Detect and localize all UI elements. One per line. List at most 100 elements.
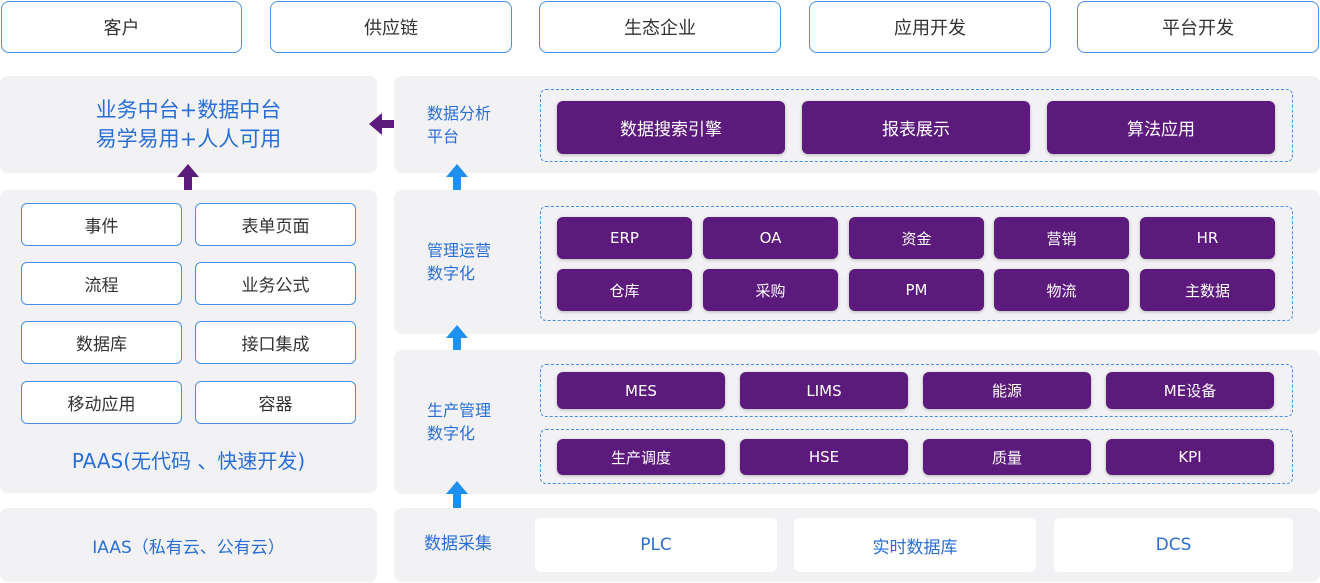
paas-item-mobile-app: 移动应用 [21, 381, 182, 424]
management-item-label: ERP [610, 229, 639, 247]
management-item-label: 仓库 [609, 281, 640, 300]
headline-line1: 业务中台+数据中台 [95, 97, 282, 122]
management-item: 仓库 [557, 269, 692, 311]
production-item: LIMS [740, 372, 908, 409]
management-item: 资金 [849, 217, 984, 259]
paas-item-label: 表单页面 [241, 217, 310, 237]
paas-item-label: 接口集成 [241, 335, 310, 355]
management-item: 采购 [703, 269, 838, 311]
production-label-line2: 数字化 [427, 424, 476, 443]
collection-item-dcs: DCS [1054, 518, 1293, 572]
management-item-label: 物流 [1046, 281, 1077, 300]
management-item-label: HR [1196, 229, 1219, 247]
purple-up-arrow-icon [177, 164, 199, 197]
paas-item-form-page: 表单页面 [195, 203, 356, 246]
management-item: 物流 [994, 269, 1129, 311]
management-label: 管理运营 数字化 [427, 239, 491, 285]
production-item-label: ME设备 [1163, 382, 1217, 400]
production-label-line1: 生产管理 [427, 401, 492, 420]
paas-item-database: 数据库 [21, 321, 182, 364]
top-box-platform-dev: 平台开发 [1077, 1, 1319, 53]
management-item: PM [849, 269, 984, 311]
analysis-item-label: 算法应用 [1127, 120, 1195, 140]
production-item: 生产调度 [557, 439, 725, 475]
paas-item-container: 容器 [195, 381, 356, 424]
production-label: 生产管理 数字化 [427, 399, 491, 445]
top-box-customer: 客户 [1, 1, 242, 53]
paas-item-business-formula: 业务公式 [195, 262, 356, 305]
production-item-label: 质量 [991, 448, 1022, 467]
production-item: KPI [1106, 439, 1274, 475]
paas-title: PAAS(无代码 、快速开发) [71, 449, 306, 473]
paas-item-label: 容器 [258, 395, 293, 415]
management-item-label: 资金 [901, 229, 932, 248]
iaas-title: IAAS（私有云、公有云） [92, 537, 285, 558]
paas-item-label: 数据库 [76, 335, 127, 355]
production-item: HSE [740, 439, 908, 475]
paas-item-label: 流程 [84, 276, 119, 296]
management-item-label: OA [759, 229, 782, 247]
management-label-line2: 数字化 [427, 264, 476, 283]
blue-up-arrow-icon [446, 481, 468, 514]
collection-panel: 数据采集 PLC 实时数据库 DCS [394, 508, 1320, 582]
management-item-label: PM [905, 281, 928, 299]
analysis-label-line2: 平台 [427, 127, 460, 146]
management-item: OA [703, 217, 838, 259]
management-dashed-group: ERP OA 资金 营销 HR 仓库 采购 PM 物流 主数据 [540, 206, 1293, 321]
management-item: HR [1140, 217, 1275, 259]
collection-item-label: PLC [640, 535, 672, 555]
management-item: 营销 [994, 217, 1129, 259]
collection-item-plc: PLC [535, 518, 777, 572]
production-item-label: LIMS [806, 381, 842, 400]
production-item: 能源 [923, 372, 1091, 409]
top-box-label: 平台开发 [1162, 18, 1234, 39]
top-box-label: 生态企业 [624, 18, 696, 39]
production-item: 质量 [923, 439, 1091, 475]
top-box-supply-chain: 供应链 [270, 1, 512, 53]
production-item-label: KPI [1178, 448, 1202, 466]
top-box-app-dev: 应用开发 [809, 1, 1051, 53]
management-label-line1: 管理运营 [427, 241, 492, 260]
top-box-label: 应用开发 [894, 18, 966, 39]
collection-item-label: DCS [1155, 535, 1192, 555]
paas-item-label: 移动应用 [67, 395, 136, 415]
analysis-item-report: 报表展示 [802, 101, 1030, 154]
analysis-item-search-engine: 数据搜索引擎 [557, 101, 785, 154]
paas-item-label: 业务公式 [241, 276, 310, 296]
paas-item-event: 事件 [21, 203, 182, 246]
production-item-label: MES [625, 381, 657, 400]
collection-item-realtime-db: 实时数据库 [794, 518, 1036, 572]
purple-left-arrow-icon [369, 113, 401, 135]
production-item-label: 生产调度 [610, 448, 671, 467]
analysis-dashed-group: 数据搜索引擎 报表展示 算法应用 [540, 89, 1293, 162]
analysis-item-algorithm: 算法应用 [1047, 101, 1275, 154]
production-panel: 生产管理 数字化 MES LIMS 能源 ME设备 生产调度 HSE 质量 KP… [394, 350, 1320, 494]
management-item-label: 主数据 [1184, 281, 1230, 300]
collection-label: 数据采集 [424, 534, 492, 554]
analysis-label: 数据分析 平台 [427, 102, 491, 148]
top-box-label: 供应链 [364, 18, 418, 39]
analysis-item-label: 报表展示 [882, 120, 950, 140]
headline-panel: 业务中台+数据中台 易学易用+人人可用 [0, 76, 377, 173]
paas-item-flow: 流程 [21, 262, 182, 305]
top-box-ecosystem: 生态企业 [539, 1, 781, 53]
production-item-label: 能源 [991, 382, 1022, 400]
production-item: ME设备 [1106, 372, 1274, 409]
analysis-panel: 数据分析 平台 数据搜索引擎 报表展示 算法应用 [394, 76, 1320, 173]
collection-item-label: 实时数据库 [872, 537, 958, 558]
production-item-label: HSE [808, 448, 840, 466]
production-item: MES [557, 372, 725, 409]
headline-line2: 易学易用+人人可用 [95, 126, 282, 151]
production-dashed-group-1: MES LIMS 能源 ME设备 [540, 364, 1293, 417]
production-dashed-group-2: 生产调度 HSE 质量 KPI [540, 429, 1293, 484]
management-item-label: 营销 [1046, 229, 1077, 248]
management-item: ERP [557, 217, 692, 259]
management-item: 主数据 [1140, 269, 1275, 311]
iaas-panel: IAAS（私有云、公有云） [0, 508, 377, 582]
analysis-label-line1: 数据分析 [427, 104, 492, 123]
blue-up-arrow-icon [446, 325, 468, 357]
paas-panel: 事件 表单页面 流程 业务公式 数据库 接口集成 移动应用 容器 PAAS(无代… [0, 190, 377, 493]
analysis-item-label: 数据搜索引擎 [620, 120, 722, 140]
blue-up-arrow-icon [446, 164, 468, 196]
top-box-label: 客户 [103, 18, 140, 39]
